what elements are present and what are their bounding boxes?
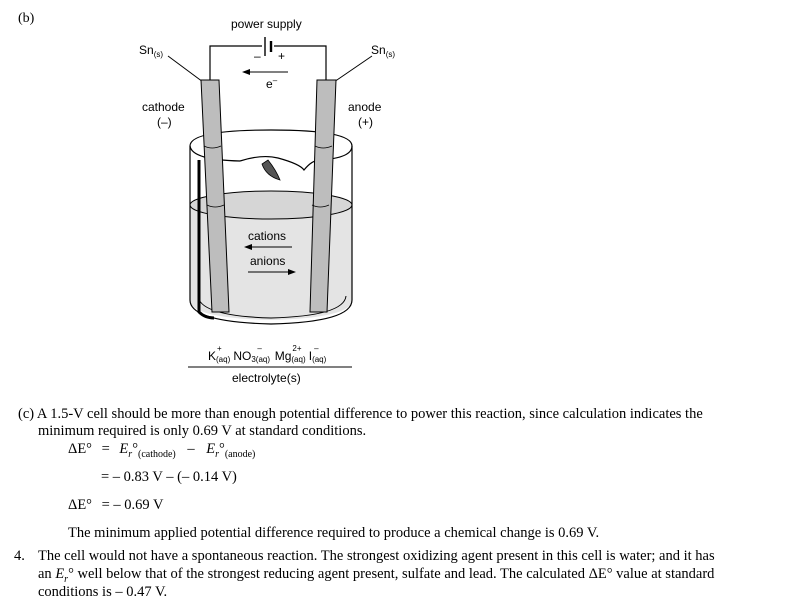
cathode-electrode (200, 79, 230, 313)
electrolyte-caption: electrolyte(s) (232, 371, 301, 385)
anode-label: anode (348, 100, 382, 114)
equation-2: = – 0.83 V – (– 0.14 V) (101, 469, 237, 485)
part-c-line-1: (c) A 1.5-V cell should be more than eno… (18, 406, 703, 422)
part-b-label: (b) (18, 11, 35, 26)
power-supply-label: power supply (231, 17, 302, 31)
equation-1: ΔE° = Er°(cathode) – Er°(anode) (68, 441, 256, 460)
anode-electrode (309, 79, 337, 313)
plus-sign: + (278, 49, 286, 63)
electrolysis-cell-diagram (167, 37, 373, 368)
electron-label: e– (266, 76, 278, 91)
cathode-sign: (–) (157, 115, 172, 129)
sn-right-label: Sn(s) (371, 43, 396, 59)
item-4-number: 4. (14, 548, 25, 564)
cations-label: cations (248, 229, 287, 243)
electron-flow-arrow (242, 69, 288, 75)
item-4-line-2: an Er° well below that of the strongest … (38, 566, 715, 585)
cation-arrow (244, 244, 292, 250)
cathode-label: cathode (142, 100, 185, 114)
part-c-line-2: minimum required is only 0.69 V at stand… (38, 423, 367, 439)
anode-sign: (+) (358, 115, 373, 129)
equation-3: ΔE° = – 0.69 V (68, 497, 164, 513)
part-c-conclusion: The minimum applied potential difference… (68, 525, 600, 541)
item-4-line-3: conditions is – 0.47 V. (38, 584, 168, 600)
circuit-wires (209, 45, 327, 80)
sn-left-label: Sn(s) (139, 43, 164, 59)
anion-arrow (248, 269, 296, 275)
minus-sign: – (254, 49, 261, 63)
anions-label: anions (250, 254, 286, 268)
sn-left-pointer (167, 55, 204, 83)
sn-right-pointer (333, 55, 373, 83)
item-4-line-1: The cell would not have a spontaneous re… (38, 548, 715, 564)
